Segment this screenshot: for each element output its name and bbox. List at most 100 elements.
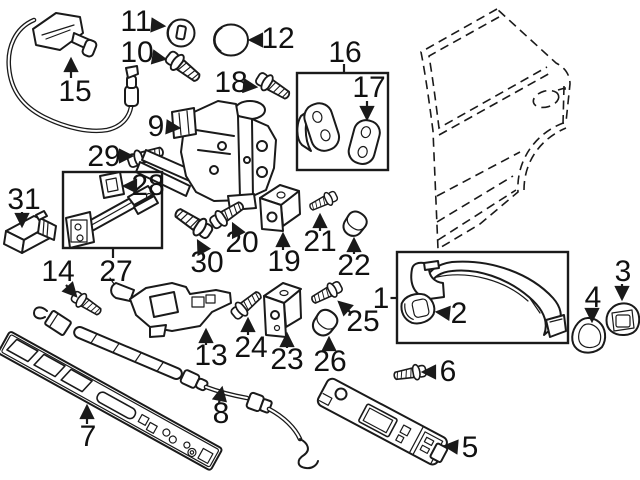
part-31-wedge-clip (3, 210, 57, 254)
callout-22: 22 (337, 236, 371, 282)
callout-31-label: 31 (7, 183, 40, 216)
callout-13-label: 13 (194, 339, 227, 372)
callout-24-label: 24 (234, 331, 267, 364)
callout-6-label: 6 (440, 355, 457, 388)
callout-18-label: 18 (214, 66, 247, 99)
callout-26: 26 (313, 335, 347, 378)
part-6-screw (392, 362, 428, 385)
callout-29-label: 29 (87, 140, 120, 173)
callout-13: 13 (194, 327, 228, 372)
callout-30-label: 30 (190, 246, 223, 279)
callout-8-label: 8 (213, 397, 230, 430)
callout-27: 27 (99, 249, 133, 288)
callout-20-label: 20 (225, 226, 258, 259)
callout-22-label: 22 (337, 249, 370, 282)
callout-30: 30 (190, 238, 224, 279)
callout-27-label: 27 (99, 255, 132, 288)
part-15-release-cable (6, 12, 139, 134)
callout-10-leader (150, 49, 168, 65)
callout-8: 8 (211, 385, 230, 430)
part-26-plug-cap (307, 305, 342, 341)
door-outline (420, 8, 571, 251)
part-21-screw (306, 188, 340, 215)
callout-9: 9 (148, 110, 182, 143)
callout-16-label: 16 (328, 36, 361, 69)
callout-2: 2 (434, 297, 468, 330)
door-handle-cutout (532, 86, 567, 109)
part-7-trim-strip (0, 331, 223, 471)
callout-3-label: 3 (615, 255, 632, 288)
part-19-hinge-bracket-upper (259, 184, 301, 232)
callout-12-label: 12 (261, 22, 294, 55)
callout-8-leader (211, 385, 227, 404)
callout-15: 15 (58, 56, 92, 108)
callout-1: 1 (373, 282, 396, 315)
callout-23: 23 (270, 331, 304, 376)
part-30-bolt (170, 202, 217, 243)
callout-26-label: 26 (313, 345, 346, 378)
callout-9-leader (165, 119, 182, 135)
callout-4-label: 4 (585, 281, 602, 314)
callout-6: 6 (420, 355, 457, 388)
callout-5-label: 5 (462, 431, 479, 464)
callout-25-label: 25 (346, 305, 379, 338)
callout-15-label: 15 (58, 75, 91, 108)
part-24-bolt (227, 286, 266, 323)
callout-14-label: 14 (41, 255, 74, 288)
part-2-handle-gasket (400, 292, 436, 325)
callout-1-label: 1 (373, 282, 390, 315)
callout-28-label: 28 (131, 169, 164, 202)
part-28-grommet (99, 171, 125, 199)
callout-2-leader (434, 305, 451, 321)
callout-21: 21 (303, 212, 337, 258)
callout-24: 24 (234, 316, 268, 364)
part-5-handle-carrier (316, 377, 449, 466)
part-3-end-cap (605, 302, 640, 336)
callout-3: 3 (614, 255, 632, 302)
part-27-door-check-box (61, 170, 164, 250)
callout-4: 4 (584, 281, 602, 324)
callout-30-leader (196, 238, 212, 257)
callout-17: 17 (352, 71, 386, 122)
part-12-cover-cap (213, 23, 249, 57)
callout-25: 25 (337, 300, 380, 338)
callout-10-label: 10 (120, 36, 153, 69)
callout-20-leader (231, 221, 246, 240)
callout-19: 19 (267, 231, 301, 278)
callout-9-label: 9 (148, 110, 165, 143)
callout-11-leader (150, 17, 167, 33)
callout-16: 16 (328, 36, 362, 72)
callout-5: 5 (442, 431, 479, 464)
callout-7-label: 7 (80, 420, 97, 453)
callout-5-leader (442, 439, 459, 455)
part-17-gasket (347, 119, 381, 165)
part-11-grommet-cap (166, 18, 196, 48)
part-8-lock-cable (33, 306, 319, 470)
callout-20: 20 (225, 221, 259, 259)
callout-11-label: 11 (120, 5, 151, 38)
callout-18-leader (242, 77, 259, 94)
callout-10: 10 (120, 36, 168, 69)
part-18-bolt (252, 68, 294, 105)
part-23-hinge-bracket-lower (263, 282, 302, 338)
callout-28: 28 (121, 169, 165, 202)
callout-19-label: 19 (267, 245, 300, 278)
callout-14: 14 (41, 255, 78, 298)
part-22-plug-cap (338, 207, 371, 241)
callout-11: 11 (120, 5, 167, 38)
part-9-lock-actuator (135, 100, 277, 211)
callout-2-label: 2 (451, 297, 468, 330)
part-4-end-cap-gasket (571, 317, 607, 354)
callout-14-leader (61, 281, 78, 298)
part-1-outer-handle-kit (395, 250, 570, 345)
part-13-inner-frame (109, 277, 232, 338)
callout-23-label: 23 (270, 343, 303, 376)
callout-17-label: 17 (352, 71, 385, 104)
callout-7: 7 (79, 403, 97, 453)
callout-31: 31 (7, 183, 41, 229)
part-10-bolt (161, 47, 205, 87)
callout-12: 12 (247, 22, 295, 55)
callout-29: 29 (87, 140, 135, 173)
